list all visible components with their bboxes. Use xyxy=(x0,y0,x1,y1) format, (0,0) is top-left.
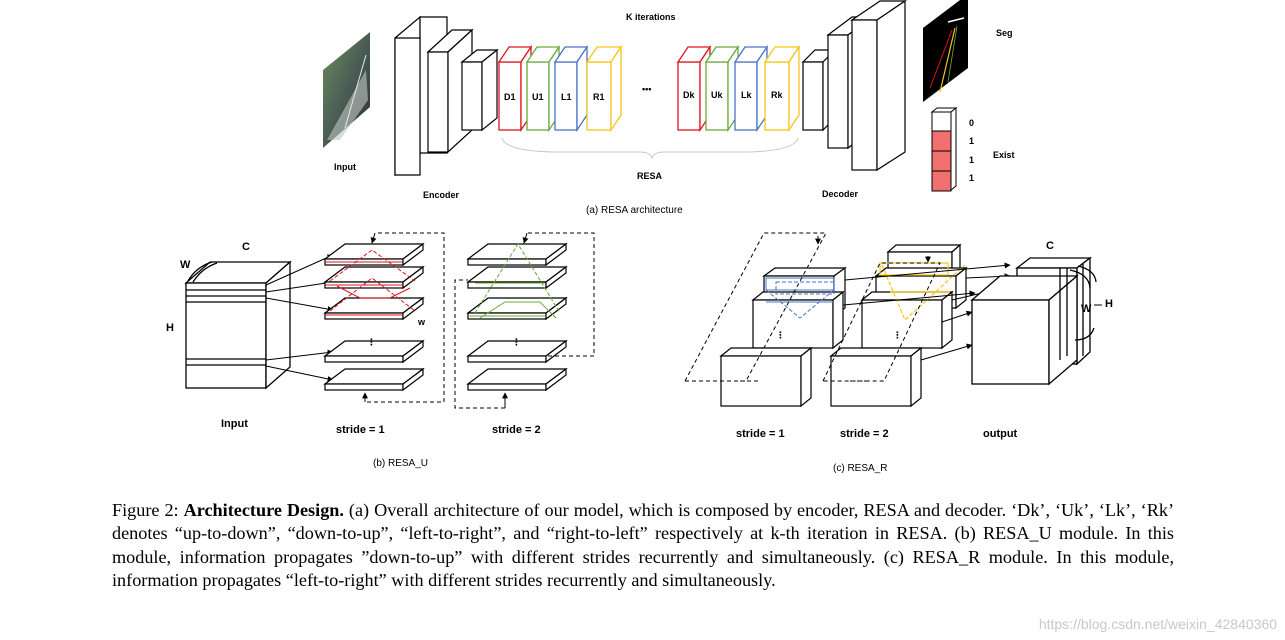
caption-prefix: Figure 2: xyxy=(112,500,184,520)
part-a-architecture: Input Encoder K iterations xyxy=(323,0,1015,216)
exist-cell-3 xyxy=(931,170,952,192)
seg-label: Seg xyxy=(996,28,1013,38)
caption-b: (b) RESA_U xyxy=(373,458,428,469)
stride2-green-propagation xyxy=(468,243,561,319)
w-label-b: W xyxy=(180,259,191,271)
stride1-slices xyxy=(323,242,425,392)
block-lk xyxy=(733,44,769,133)
block-r1 xyxy=(585,44,623,133)
vertical-dots-b2: ⋮ xyxy=(512,337,521,347)
part-c-resa-r: ⋮ stride = 1 ⋮ stride = 2 xyxy=(684,232,1113,474)
c-label-b: C xyxy=(242,241,250,253)
vertical-dots-b1: ⋮ xyxy=(367,337,376,347)
k-iterations-label: K iterations xyxy=(626,12,676,22)
stride2-columns xyxy=(829,243,968,408)
stride1-label-c: stride = 1 xyxy=(736,428,785,440)
slice-arrows-b xyxy=(265,254,334,382)
figure-caption: Figure 2: Architecture Design. (a) Overa… xyxy=(112,499,1174,592)
stride2-label-c: stride = 2 xyxy=(840,428,889,440)
input-tensor-cube xyxy=(184,260,292,390)
resa-bracket xyxy=(501,137,799,160)
block-u1 xyxy=(525,44,561,133)
block-dk xyxy=(676,44,712,133)
resa-label: RESA xyxy=(637,171,663,181)
decoder-label: Decoder xyxy=(822,189,859,199)
output-label: output xyxy=(983,428,1018,440)
vertical-dots-c2: ⋮ xyxy=(893,330,902,340)
block-label-d1: D1 xyxy=(504,92,516,102)
exist-cell-1 xyxy=(931,130,952,152)
stride1-label-b: stride = 1 xyxy=(336,424,385,436)
caption-c: (c) RESA_R xyxy=(833,463,887,474)
resa-first-iteration-blocks xyxy=(497,44,623,133)
stride2-label-b: stride = 2 xyxy=(492,424,541,436)
h-label-c: H xyxy=(1105,298,1113,310)
exist-vector xyxy=(930,106,958,192)
block-label-uk: Uk xyxy=(711,90,723,100)
block-label-lk: Lk xyxy=(741,90,752,100)
exist-value-1: 1 xyxy=(969,136,974,146)
c-label-c: C xyxy=(1046,240,1054,252)
part-b-resa-u: C W H Input ⋮ w xyxy=(166,232,595,469)
resa-last-iteration-blocks xyxy=(676,44,801,133)
exist-cell-2 xyxy=(931,150,952,172)
w-small-label: w xyxy=(417,317,426,327)
block-label-r1: R1 xyxy=(593,92,605,102)
stride1-columns xyxy=(719,266,847,408)
exist-cell-0 xyxy=(931,111,952,132)
block-label-l1: L1 xyxy=(561,92,572,102)
stride2-loop-right xyxy=(527,232,595,357)
stride1-red-propagation xyxy=(325,249,416,316)
exist-value-3: 1 xyxy=(969,173,974,183)
input-road-image xyxy=(323,32,370,148)
block-label-u1: U1 xyxy=(532,92,544,102)
input-label-a: Input xyxy=(334,162,356,172)
stride1-loop xyxy=(367,232,445,403)
decoder-blocks xyxy=(801,0,907,172)
exist-value-2: 1 xyxy=(969,155,974,165)
watermark-text: https://blog.csdn.net/weixin_42840360 xyxy=(1038,616,1277,632)
stride2-slices xyxy=(466,242,568,392)
stride2-loop-left xyxy=(454,279,505,409)
input-label-b: Input xyxy=(221,418,248,430)
encoder-blocks xyxy=(394,15,499,177)
stride2-dashed-frame xyxy=(822,262,941,382)
exist-label: Exist xyxy=(993,150,1015,160)
output-tensor-cube xyxy=(970,256,1097,386)
ellipsis-dots: ••• xyxy=(642,84,651,94)
stride1-blue-propagation xyxy=(765,277,835,319)
w-label-c: W xyxy=(1081,303,1092,315)
caption-a: (a) RESA architecture xyxy=(586,205,683,216)
block-d1 xyxy=(497,44,533,133)
vertical-dots-c1: ⋮ xyxy=(776,330,785,340)
block-rk xyxy=(763,44,801,133)
stride2-yellow-propagation xyxy=(879,262,966,322)
block-label-dk: Dk xyxy=(683,90,695,100)
h-label-b: H xyxy=(166,322,174,334)
caption-body: (a) Overall architecture of our model, w… xyxy=(112,500,1175,590)
block-label-rk: Rk xyxy=(771,90,783,100)
encoder-label: Encoder xyxy=(423,190,460,200)
segmentation-output-image xyxy=(923,0,968,102)
block-l1 xyxy=(553,44,589,133)
block-uk xyxy=(704,44,740,133)
caption-title: Architecture Design. xyxy=(183,500,344,520)
exist-value-0: 0 xyxy=(969,118,974,128)
